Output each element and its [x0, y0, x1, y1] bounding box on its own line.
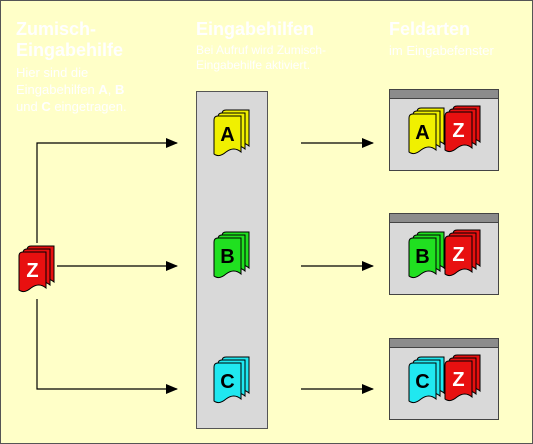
col1-desc-line3-post: eingetragen.	[50, 99, 127, 114]
doc-stack-helper-a: A	[213, 109, 253, 164]
document-letter: B	[220, 246, 234, 268]
window-doc-helper-c: C	[408, 356, 448, 411]
document-stack-icon: B	[408, 231, 445, 279]
document-stack-icon: C	[213, 356, 250, 404]
document-page	[408, 113, 437, 155]
col3-title: Feldarten	[389, 19, 471, 39]
document-stack-icon: Z	[444, 105, 481, 153]
col1-desc-letter-c: C	[41, 99, 51, 114]
document-letter: C	[415, 371, 429, 393]
document-letter: A	[415, 122, 429, 144]
document-letter: Z	[452, 369, 464, 391]
window-doc-z-c: Z	[444, 354, 484, 409]
document-letter: A	[220, 124, 234, 146]
col1-title-line1: Zumisch-	[16, 19, 97, 39]
document-stack-icon: A	[213, 109, 250, 157]
col2-title: Eingabehilfen	[196, 19, 315, 39]
window-doc-helper-b: B	[408, 231, 448, 286]
document-letter: Z	[26, 260, 38, 282]
branch-line-bottom	[36, 299, 178, 394]
window-doc-z-a: Z	[444, 105, 484, 160]
document-stack-icon: A	[408, 107, 445, 155]
input-window-a	[389, 89, 499, 171]
col1-desc-comma: ,	[107, 82, 116, 97]
col2-desc-line1: Bei Aufruf wird Zumisch-	[196, 43, 327, 57]
document-page	[408, 362, 437, 404]
col1-title-line2: Eingabehilfe	[16, 40, 124, 60]
document-letter: Z	[452, 120, 464, 142]
doc-stack-helper-b: B	[213, 231, 253, 286]
document-page	[213, 237, 242, 279]
document-page	[18, 251, 47, 293]
document-page	[213, 115, 242, 157]
document-stack-icon: C	[408, 356, 445, 404]
document-stack-icon: Z	[18, 245, 55, 293]
document-stack-icon: Z	[444, 354, 481, 402]
doc-stack-z-source: Z	[18, 245, 58, 300]
document-stack-icon: Z	[444, 229, 481, 277]
col1-desc-line3: und C eingetragen.	[16, 99, 127, 115]
document-letter: C	[220, 371, 234, 393]
col1-desc-letter-b: B	[115, 82, 125, 97]
document-page	[444, 235, 473, 277]
col1-desc-line1: Hier sind die	[16, 65, 89, 80]
document-letter: Z	[452, 244, 464, 266]
window-titlebar	[390, 339, 498, 348]
window-doc-z-b: Z	[444, 229, 484, 284]
col1-desc-line3-pre: und	[16, 99, 42, 114]
document-page	[213, 362, 242, 404]
col1-desc-line2-text: Eingabehilfen	[16, 82, 99, 97]
window-doc-helper-a: A	[408, 107, 448, 162]
window-titlebar	[390, 90, 498, 99]
document-page	[444, 111, 473, 153]
document-stack-icon: B	[213, 231, 250, 279]
col1-desc-line2: Eingabehilfen A, B	[16, 82, 124, 98]
document-page	[408, 237, 437, 279]
document-letter: B	[415, 246, 429, 268]
col1-desc-letter-a: A	[98, 82, 108, 97]
doc-stack-helper-c: C	[213, 356, 253, 411]
window-titlebar	[390, 214, 498, 223]
document-page	[444, 360, 473, 402]
col3-desc: im Eingabefenster	[389, 43, 494, 58]
branch-line-top	[36, 138, 178, 243]
col2-desc-line2: Eingabehilfe aktiviert.	[196, 58, 311, 72]
